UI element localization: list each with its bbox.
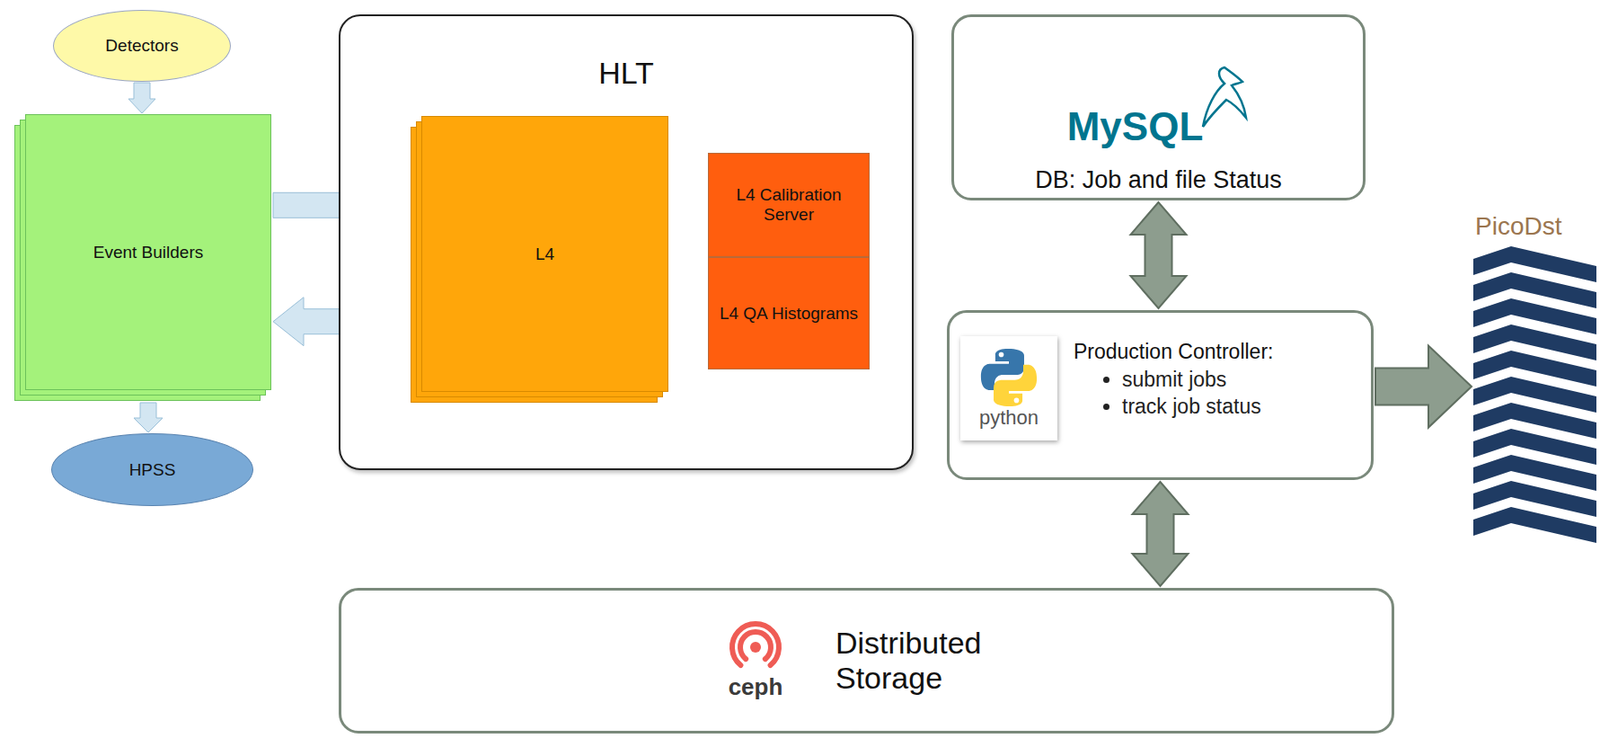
block-arrow	[1375, 345, 1472, 428]
ceph-ring	[732, 623, 779, 665]
service-box: L4 QA Histograms	[707, 256, 870, 370]
storage-box: ceph Distributed Storage	[338, 587, 1395, 734]
node-label: track job status	[1122, 393, 1273, 421]
controller-text: Production Controller: submit jobstrack j…	[1073, 335, 1273, 421]
ceph-ring	[740, 631, 771, 659]
node-label: Production Controller:	[1073, 339, 1273, 363]
storage-ellipse: HPSS	[51, 433, 254, 506]
node-label: L4 QA Histograms	[719, 303, 858, 324]
stack-layer	[1473, 246, 1597, 283]
node-label: Distributed Storage	[835, 625, 998, 696]
python-yellow	[993, 364, 1037, 407]
service-box: L4 Calibration Server	[707, 152, 870, 257]
controller-box: python Production Controller: submit jobst…	[946, 309, 1374, 480]
node-label: python	[979, 406, 1039, 429]
bullet-list: submit jobstrack job status	[1073, 366, 1273, 421]
database-box: MySQL DB: Job and file Status	[951, 14, 1366, 201]
node-label: L4	[535, 244, 555, 265]
python-icon	[979, 346, 1039, 407]
node-label: Event Builders	[93, 242, 204, 263]
python-logo: python	[960, 335, 1058, 441]
block-arrow	[1132, 481, 1189, 586]
stack-layer	[1473, 272, 1597, 309]
stacked-process-box: Event Builders	[25, 114, 272, 390]
node-label: ceph	[728, 673, 784, 701]
node-label: L4 Calibration Server	[712, 185, 866, 225]
ceph-icon	[727, 619, 784, 674]
node-label: HLT	[598, 55, 655, 91]
node-label: DB: Job and file Status	[1034, 166, 1282, 195]
stack-layer	[1473, 480, 1597, 517]
stack-layer	[1473, 454, 1597, 491]
python-eye	[1014, 397, 1020, 404]
stack-layer	[1473, 428, 1597, 465]
stack-graphic	[1469, 244, 1597, 559]
block-arrow	[133, 402, 163, 433]
stack-layer	[1473, 402, 1597, 439]
block-arrow	[128, 82, 156, 114]
python-eye	[998, 352, 1005, 358]
dolphin-outline	[1202, 67, 1247, 127]
stack-layer	[1473, 298, 1597, 335]
block-arrow	[1131, 202, 1187, 309]
data-stack: PicoDst	[1473, 212, 1597, 563]
ceph-logo: ceph	[727, 619, 784, 701]
node-label: Detectors	[105, 35, 178, 56]
stack-layer	[1473, 324, 1597, 361]
node-label: PicoDst	[1475, 212, 1562, 241]
stack-layer	[1473, 506, 1597, 543]
source-ellipse: Detectors	[53, 9, 231, 82]
stacked-process-box: L4	[421, 115, 669, 392]
stack-layer	[1473, 350, 1597, 387]
dolphin-icon	[1197, 63, 1250, 131]
logo-row: MySQL	[1067, 63, 1251, 151]
node-label: submit jobs	[1122, 366, 1273, 394]
group-box: L4 L4 Calibration Server L4 QA Histograms H…	[338, 14, 914, 470]
node-label: HPSS	[129, 459, 177, 480]
node-label: MySQL	[1067, 104, 1204, 151]
ceph-dot	[750, 641, 761, 653]
stack-layer	[1473, 376, 1597, 413]
